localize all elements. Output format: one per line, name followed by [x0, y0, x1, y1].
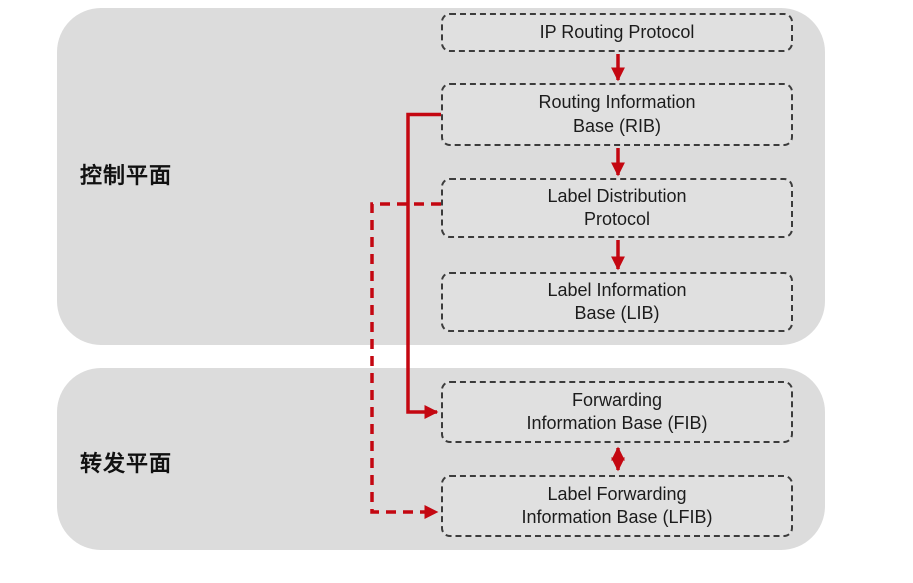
- node-label-distribution-protocol: Label Distribution Protocol: [441, 178, 793, 238]
- node-label-line: IP Routing Protocol: [539, 21, 695, 42]
- node-label-line: Information Base (LFIB): [521, 507, 713, 527]
- node-label-line: Label Distribution: [547, 185, 687, 206]
- node-label-forwarding-information-base: Label Forwarding Information Base (LFIB): [441, 475, 793, 537]
- node-routing-information-base: Routing Information Base (RIB): [441, 83, 793, 146]
- node-label-line: Protocol: [583, 209, 651, 229]
- node-label-line: Label Information: [547, 279, 687, 300]
- control-plane-label: 控制平面: [80, 163, 173, 188]
- node-label-line: Base (LIB): [574, 303, 660, 323]
- node-label-line: Label Forwarding: [547, 483, 687, 504]
- forwarding-plane-label: 转发平面: [80, 451, 173, 476]
- node-ip-routing-protocol: IP Routing Protocol: [441, 13, 793, 52]
- node-label-line: Forwarding: [571, 389, 663, 410]
- node-label-line: Information Base (FIB): [526, 413, 708, 433]
- node-label-line: Base (RIB): [572, 115, 662, 136]
- node-forwarding-information-base: Forwarding Information Base (FIB): [441, 381, 793, 443]
- node-label-information-base: Label Information Base (LIB): [441, 272, 793, 332]
- node-label-line: Routing Information: [538, 92, 696, 113]
